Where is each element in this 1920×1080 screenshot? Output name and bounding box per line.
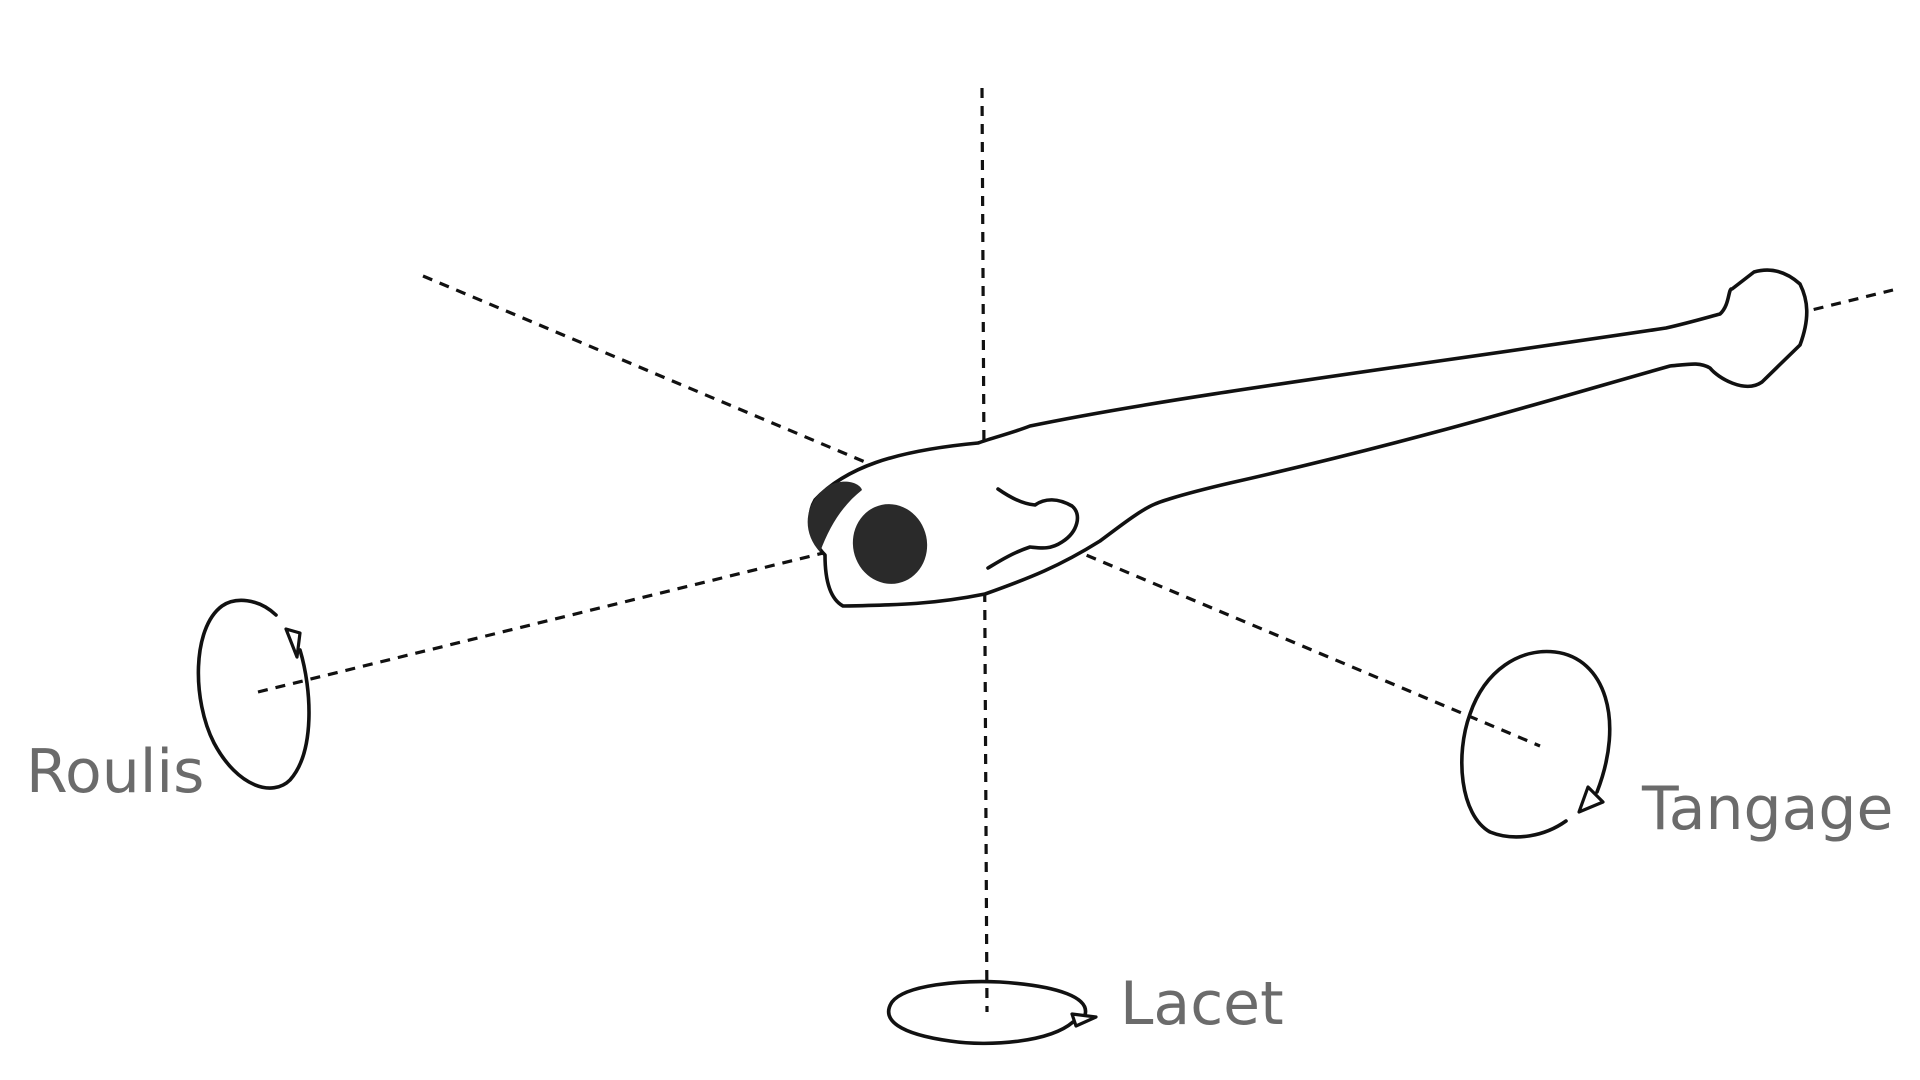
pitch-rotation-arrow [1460,649,1612,839]
needle-shaft [808,268,1809,608]
roll-label: Roulis [26,737,205,807]
yaw-rotation-ellipse [886,979,1088,1046]
yaw-arrowhead-icon [1070,1012,1098,1028]
needle-body [807,268,1809,608]
pitch-label: Tangage [1642,774,1894,844]
yaw-rotation-arrow [886,979,1098,1046]
needle-detail [986,487,1080,570]
needle-cap [807,481,862,552]
roll-rotation-arrow [196,598,311,790]
pitch-arrowhead-icon [1577,785,1605,814]
roll-arrowhead-icon [284,627,302,659]
roll-rotation-circle [196,598,311,790]
pitch-rotation-circle [1460,649,1612,839]
yaw-label: Lacet [1120,969,1284,1039]
pitch-axis [422,274,1541,748]
needle-eye [852,504,928,584]
